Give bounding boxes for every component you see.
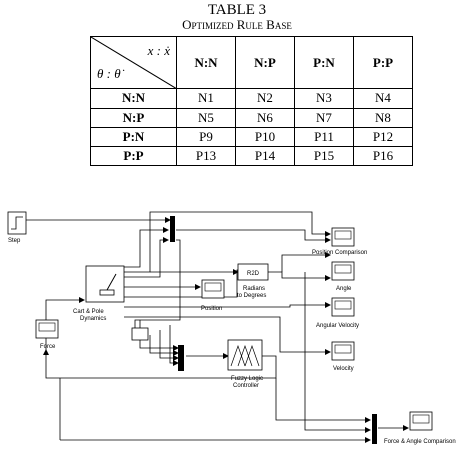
table-cell: N7 <box>294 107 354 128</box>
row-header: N:P <box>90 107 177 128</box>
angular-velocity-scope[interactable] <box>331 297 355 317</box>
table-row: P:P P13 P14 P15 P16 <box>90 145 413 167</box>
position-scope[interactable] <box>201 279 225 299</box>
table-cell: N4 <box>353 88 413 109</box>
cart-pole-label-2: Dynamics <box>80 316 106 322</box>
cart-pole-dynamics-block[interactable] <box>85 265 125 303</box>
row-header: P:N <box>90 126 177 147</box>
position-label: Position <box>201 306 222 312</box>
rule-base-table: x : ẋ θ : θ̇ N:N N:P P:N P:P N:N N1 N2 N… <box>90 35 413 167</box>
table-cell: P10 <box>235 126 295 147</box>
table-title: TABLE 3 <box>207 2 267 18</box>
angle-scope[interactable] <box>331 261 355 281</box>
column-header: N:N <box>176 35 236 90</box>
corner-theta-label: θ : θ̇ <box>97 66 121 82</box>
column-header: P:N <box>294 35 354 90</box>
table-cell: P15 <box>294 145 354 167</box>
force-angle-mux[interactable] <box>372 414 377 444</box>
force-angle-comparison-scope[interactable] <box>409 411 433 431</box>
fuzzy-input-mux[interactable] <box>178 345 184 371</box>
table-cell: P16 <box>353 145 413 167</box>
velocity-label: Velocity <box>333 366 354 372</box>
table-header-row: x : ẋ θ : θ̇ N:N N:P P:N P:P <box>90 35 413 90</box>
force-label: Force <box>40 344 56 350</box>
table-cell: N3 <box>294 88 354 109</box>
corner-x-label: x : ẋ <box>147 43 170 58</box>
angular-velocity-label: Angular Velocity <box>316 323 359 329</box>
selector-block[interactable] <box>131 327 149 341</box>
table-subtitle: Optimized Rule Base <box>182 17 292 32</box>
fuzzy-label-2: Controller <box>233 383 259 389</box>
table-cell: N8 <box>353 107 413 128</box>
fuzzy-logic-controller-block[interactable] <box>227 339 263 371</box>
signal-wires <box>26 211 409 443</box>
position-comparison-scope[interactable] <box>331 227 355 247</box>
cart-pole-label-1: Cart & Pole <box>73 309 104 315</box>
radians-label-1: Radians <box>243 286 265 292</box>
table-row: P:N P9 P10 P11 P12 <box>90 126 413 147</box>
r2d-text: R2D <box>247 271 260 277</box>
fuzzy-label-1: Fuzzy Logic <box>231 376 263 382</box>
table-cell: P14 <box>235 145 295 167</box>
position-mux[interactable] <box>170 216 175 242</box>
column-header: P:P <box>353 35 413 90</box>
simulink-diagram: Step Cart & Pole Dynamics Force Position… <box>7 211 456 445</box>
radians-label-2: to Degrees <box>237 293 266 299</box>
row-header: N:N <box>90 88 177 109</box>
table-cell: N5 <box>176 107 236 128</box>
angle-label: Angle <box>336 286 352 292</box>
force-angle-comparison-label: Force & Angle Comparison <box>384 439 456 445</box>
table-row: N:P N5 N6 N7 N8 <box>90 107 413 128</box>
table-row: N:N N1 N2 N3 N4 <box>90 88 413 109</box>
position-comparison-label: Position Comparison <box>312 250 367 256</box>
row-header: P:P <box>90 145 177 167</box>
column-header: N:P <box>235 35 295 90</box>
table-cell: N6 <box>235 107 295 128</box>
table-cell: P11 <box>294 126 354 147</box>
velocity-scope[interactable] <box>331 341 355 361</box>
table-cell: N2 <box>235 88 295 109</box>
corner-diagonal <box>91 37 176 88</box>
table-cell: P12 <box>353 126 413 147</box>
table-cell: P13 <box>176 145 236 167</box>
step-block[interactable] <box>7 211 27 235</box>
r2d-block[interactable] <box>237 263 269 281</box>
table-cell: N1 <box>176 88 236 109</box>
step-label: Step <box>8 238 21 244</box>
table-cell: P9 <box>176 126 236 147</box>
force-scope[interactable] <box>35 319 59 339</box>
table-corner-cell: x : ẋ θ : θ̇ <box>90 35 177 90</box>
